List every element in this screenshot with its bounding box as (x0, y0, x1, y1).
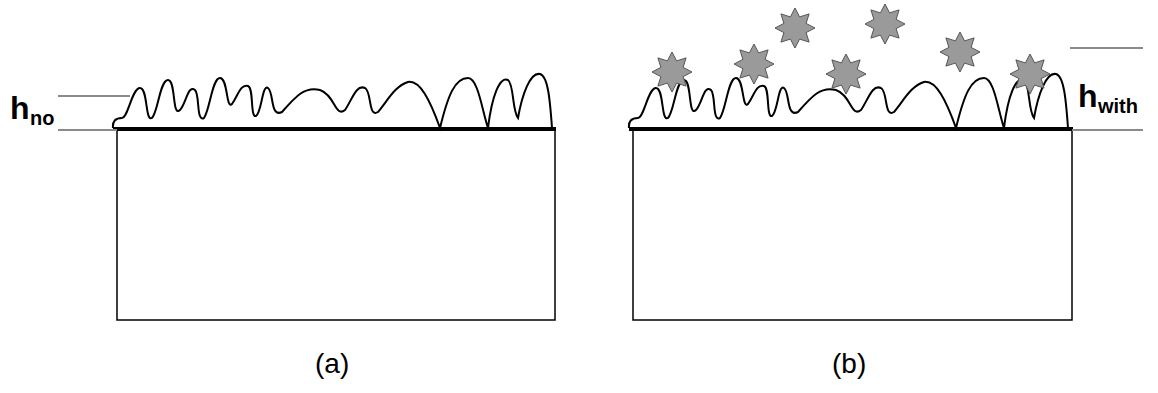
particle (734, 44, 774, 84)
panel-label: (a) (315, 350, 349, 378)
particle (865, 4, 905, 44)
height-symbol: h (10, 92, 30, 124)
surface-line (113, 127, 556, 131)
height-marker (58, 129, 117, 131)
particle (1010, 54, 1050, 94)
particle (826, 54, 866, 94)
particle (775, 8, 815, 48)
height-subscript: no (30, 108, 54, 128)
height-symbol: h (1078, 80, 1098, 112)
height-marker (1072, 129, 1143, 131)
panel-label: (b) (832, 350, 866, 378)
substrate (117, 129, 555, 320)
height-marker (58, 95, 130, 97)
height-subscript: with (1098, 96, 1138, 116)
particle (940, 32, 980, 72)
height-marker (1070, 47, 1143, 49)
surface-line (629, 127, 1073, 131)
particle (652, 52, 692, 92)
polymer-brush (113, 74, 552, 128)
substrate (633, 129, 1072, 320)
